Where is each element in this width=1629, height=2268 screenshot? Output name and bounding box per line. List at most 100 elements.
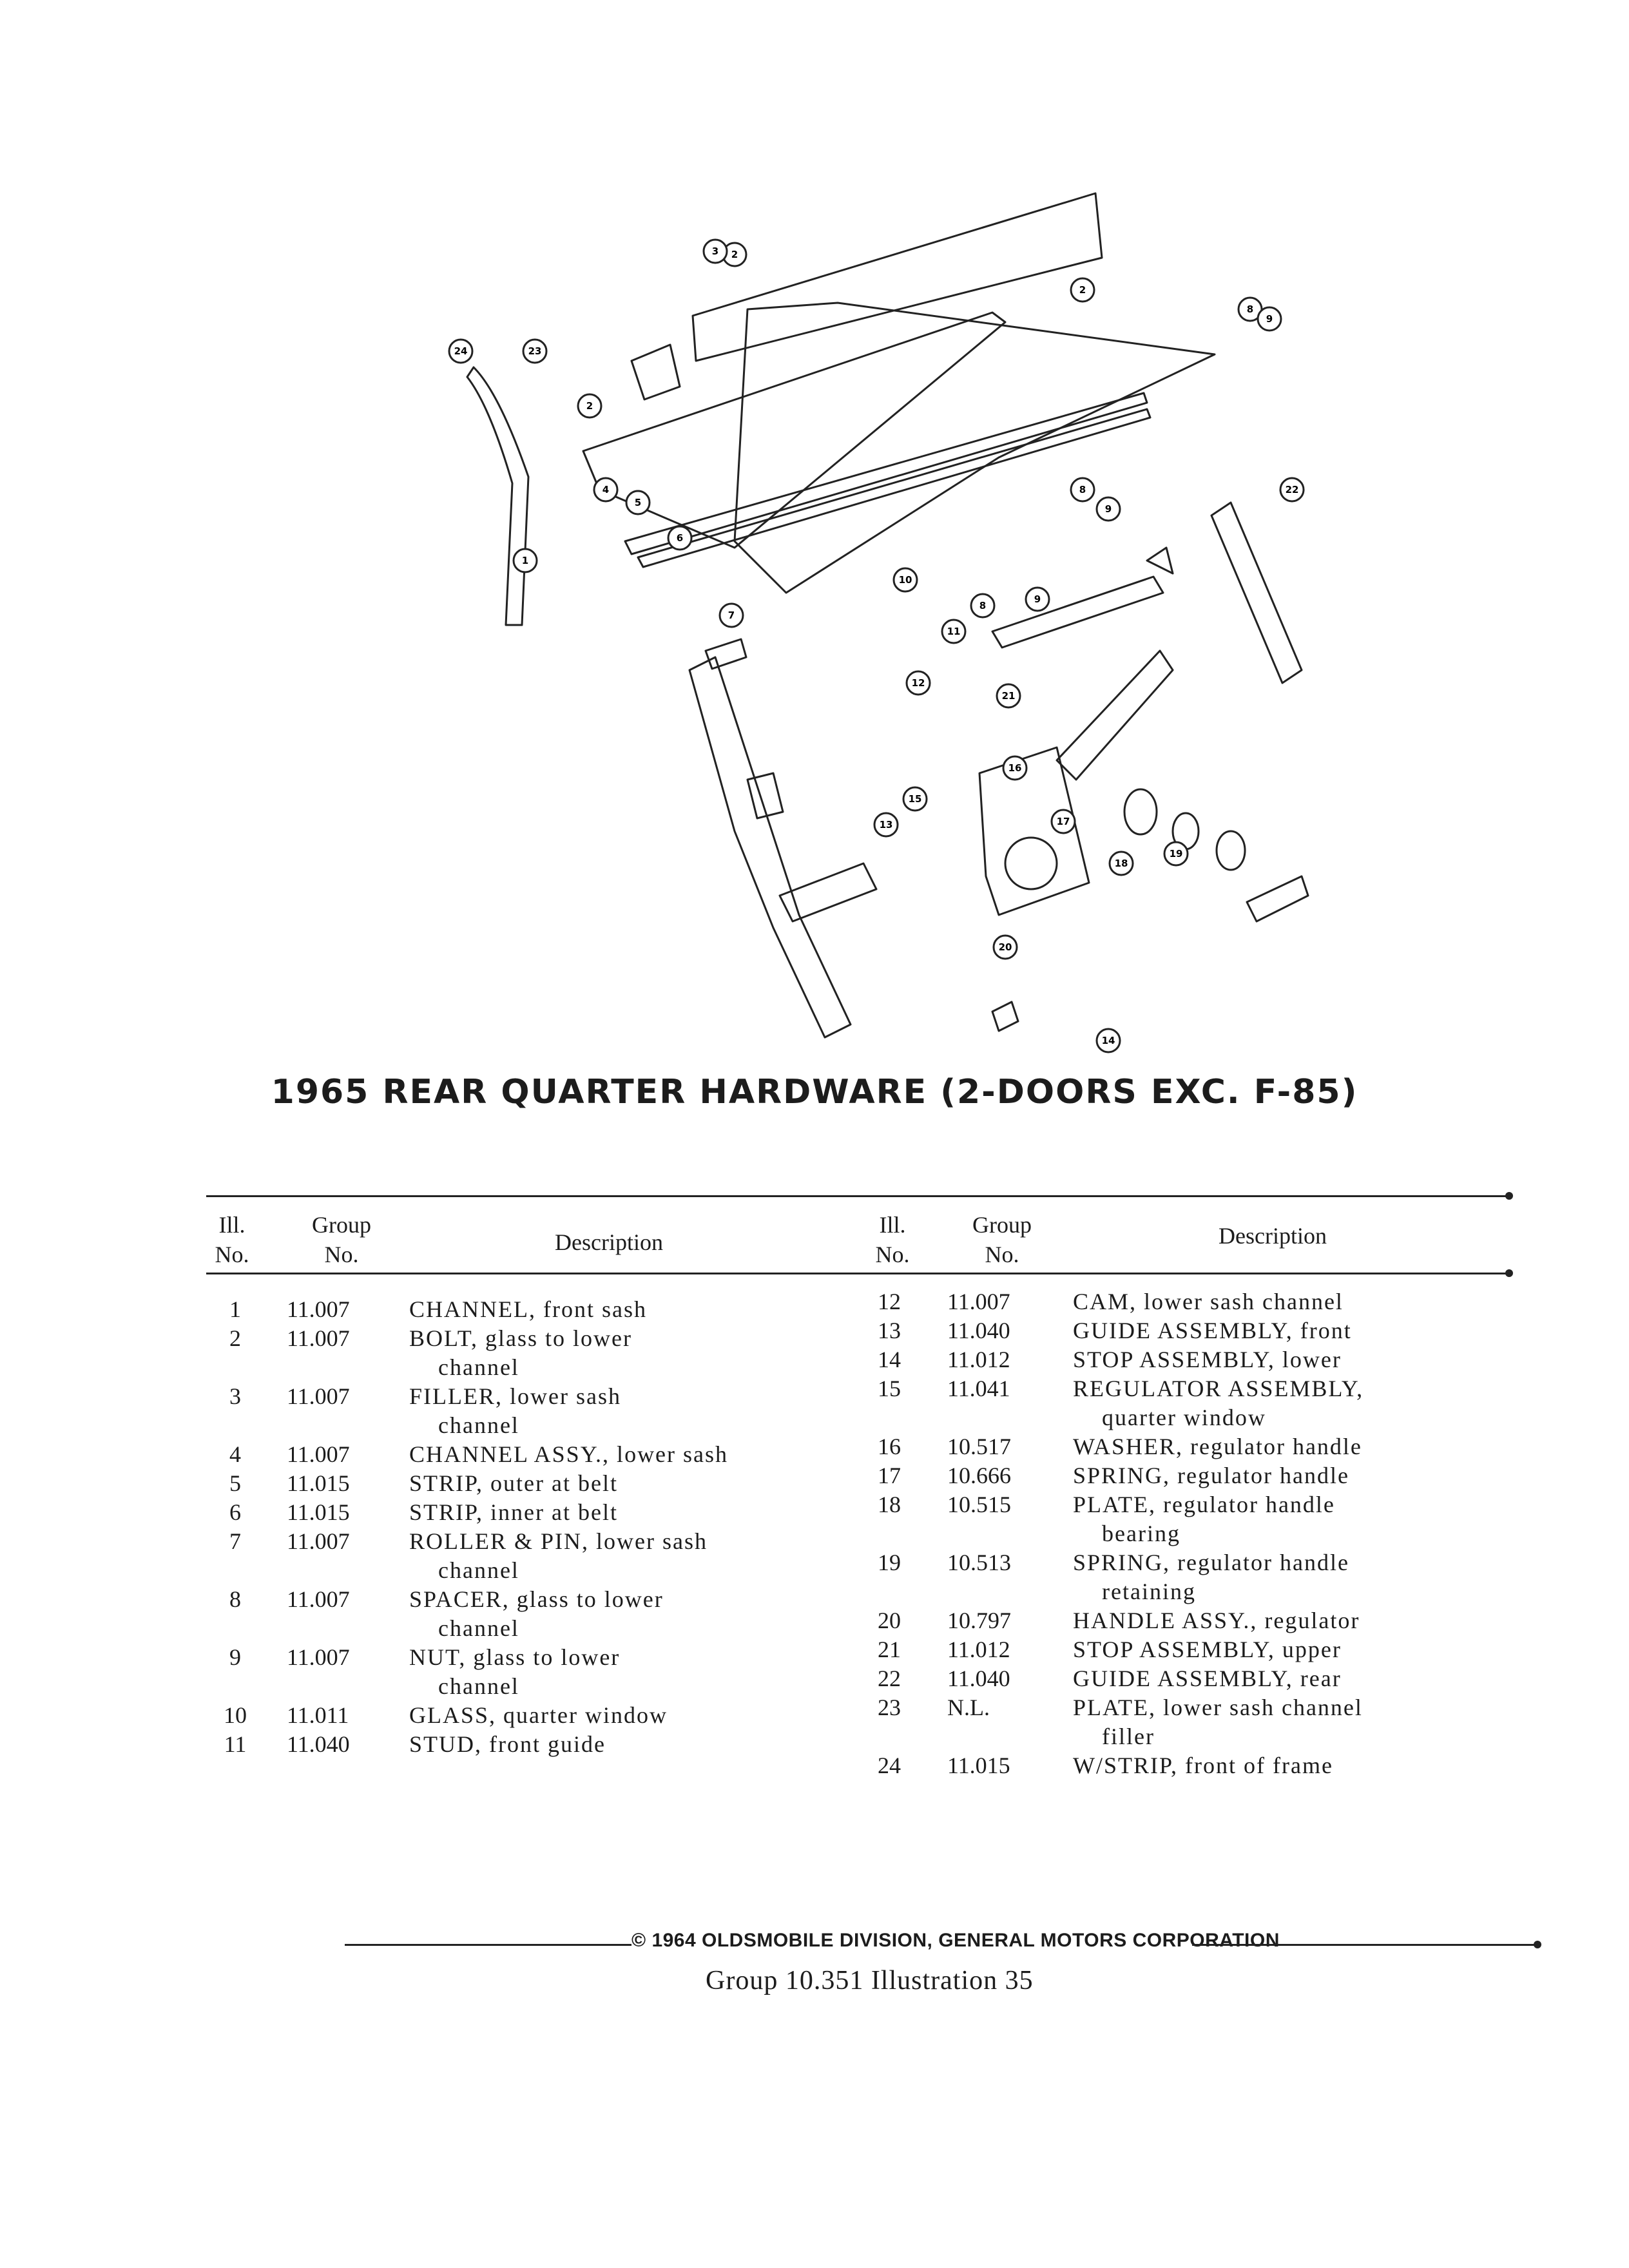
part-description: STRIP, outer at belt [409, 1469, 831, 1498]
callout-11: 11 [941, 619, 967, 644]
page-title: 1965 REAR QUARTER HARDWARE (2-DOORS EXC.… [271, 1073, 1358, 1111]
callout-9: 9 [1095, 496, 1121, 522]
svg-text:15: 15 [909, 793, 922, 805]
callout-7: 7 [718, 602, 744, 628]
ill-no: 19 [878, 1550, 901, 1575]
part-description: STOP ASSEMBLY, upper [1073, 1635, 1511, 1664]
description-text: SPACER, glass to lower [409, 1586, 664, 1612]
description-text: PLATE, lower sash channel [1073, 1695, 1363, 1720]
part-guide-top-bracket [704, 638, 747, 670]
part-description: GLASS, quarter window [409, 1701, 831, 1730]
ill-no: 23 [878, 1695, 901, 1720]
callout-12: 12 [905, 670, 931, 696]
group-no: 11.015 [287, 1499, 350, 1525]
description-continuation: filler [1102, 1724, 1155, 1749]
callout-8: 8 [1237, 296, 1263, 322]
header-description-left: Description [555, 1229, 663, 1255]
description-continuation: channel [438, 1354, 519, 1380]
description-text: FILLER, lower sash [409, 1383, 621, 1409]
ill-no: 12 [878, 1289, 901, 1314]
group-no: 10.517 [947, 1434, 1011, 1459]
ill-no: 5 [229, 1470, 241, 1496]
group-no: 11.007 [287, 1441, 350, 1467]
description-text: STUD, front guide [409, 1731, 606, 1757]
description-text: PLATE, regulator handle [1073, 1492, 1335, 1517]
callout-9: 9 [1025, 586, 1050, 612]
ill-no: 16 [878, 1434, 901, 1459]
part-regulator-gear [1004, 836, 1058, 890]
part-quarter-glass [733, 302, 1216, 594]
part-description: GUIDE ASSEMBLY, front [1073, 1316, 1511, 1345]
header-ill-no-right: Ill. No. [875, 1212, 910, 1267]
parts-row: 24 11.015 W/STRIP, front of frame [867, 1751, 1511, 1780]
ill-no: 1 [229, 1296, 241, 1322]
callout-4: 4 [593, 477, 619, 503]
group-no: 11.040 [287, 1731, 350, 1757]
group-no: 11.012 [947, 1637, 1010, 1662]
part-description: STUD, front guide [409, 1730, 831, 1759]
part-description: CHANNEL, front sash [409, 1295, 831, 1324]
group-no: 10.515 [947, 1492, 1011, 1517]
part-regulator-plate [978, 746, 1090, 916]
svg-text:5: 5 [635, 497, 641, 508]
callout-13: 13 [873, 812, 899, 838]
ill-no: 11 [224, 1731, 247, 1757]
description-text: CAM, lower sash channel [1073, 1289, 1344, 1314]
ill-no: 4 [229, 1441, 241, 1467]
group-no: 11.041 [947, 1376, 1010, 1401]
description-text: CHANNEL, front sash [409, 1296, 647, 1322]
ill-no: 9 [229, 1644, 241, 1670]
svg-text:8: 8 [979, 600, 986, 611]
description-text: SPRING, regulator handle [1073, 1550, 1349, 1575]
group-no: 11.007 [287, 1383, 350, 1409]
callout-24: 24 [448, 338, 474, 364]
ill-no: 18 [878, 1492, 901, 1517]
rule-end-dot [1505, 1192, 1513, 1200]
description-continuation: channel [438, 1673, 519, 1699]
parts-illustration: 1222345678889991011121314151617181920212… [448, 192, 1309, 1053]
parts-row: 1 11.007 CHANNEL, front sash [213, 1295, 831, 1324]
group-no: 11.040 [947, 1666, 1010, 1691]
svg-text:2: 2 [731, 249, 738, 260]
callout-14: 14 [1095, 1028, 1121, 1053]
header-ill-no-left: Ill. No. [215, 1212, 249, 1267]
svg-text:24: 24 [454, 345, 468, 357]
svg-text:9: 9 [1266, 313, 1273, 325]
part-handle [1246, 875, 1309, 923]
ill-no: 24 [878, 1753, 901, 1778]
ill-no: 17 [878, 1463, 901, 1488]
part-filler [691, 192, 1103, 362]
svg-text:4: 4 [602, 484, 609, 495]
description-text: REGULATOR ASSEMBLY, [1073, 1376, 1364, 1401]
svg-text:13: 13 [880, 819, 893, 831]
footer-copyright: © 1964 OLDSMOBILE DIVISION, GENERAL MOTO… [631, 1930, 1280, 1951]
group-no: 11.015 [947, 1753, 1010, 1778]
group-no: 10.666 [947, 1463, 1011, 1488]
part-guide-bracket [746, 772, 784, 820]
svg-text:8: 8 [1079, 484, 1086, 495]
callout-23: 23 [522, 338, 548, 364]
part-belt-strip-inner [637, 408, 1152, 568]
group-no: 11.007 [287, 1296, 350, 1322]
callout-18: 18 [1108, 850, 1134, 876]
ill-no: 7 [229, 1528, 241, 1554]
part-belt-strip-outer [624, 392, 1148, 555]
callout-2: 2 [1070, 277, 1095, 303]
description-text: W/STRIP, front of frame [1073, 1753, 1333, 1778]
